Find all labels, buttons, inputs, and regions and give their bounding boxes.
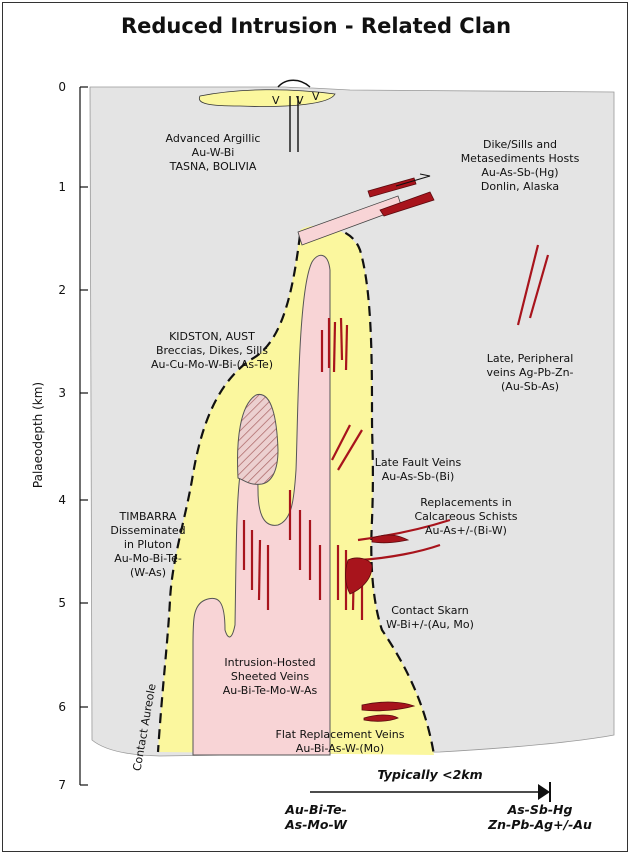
volcanic-mark: V bbox=[296, 94, 304, 107]
svg-text:Donlin, Alaska: Donlin, Alaska bbox=[481, 180, 559, 193]
svg-text:Au-As-Sb-(Bi): Au-As-Sb-(Bi) bbox=[382, 470, 455, 483]
svg-text:Au-As+/-(Bi-W): Au-As+/-(Bi-W) bbox=[425, 524, 507, 537]
svg-text:Advanced Argillic: Advanced Argillic bbox=[166, 132, 261, 145]
svg-text:Au-W-Bi: Au-W-Bi bbox=[192, 146, 235, 159]
svg-text:Au-As-Sb-(Hg): Au-As-Sb-(Hg) bbox=[481, 166, 558, 179]
svg-text:Au-Bi-As-W-(Mo): Au-Bi-As-W-(Mo) bbox=[296, 742, 384, 755]
svg-text:Au-Mo-Bi-Te-: Au-Mo-Bi-Te- bbox=[114, 552, 182, 565]
tick-label-7: 7 bbox=[58, 778, 66, 792]
tick-label-6: 6 bbox=[58, 700, 66, 714]
svg-text:veins Ag-Pb-Zn-: veins Ag-Pb-Zn- bbox=[486, 366, 573, 379]
svg-text:Replacements in: Replacements in bbox=[420, 496, 512, 509]
bottom-right-line-1: As-Sb-Hg bbox=[507, 802, 573, 817]
svg-text:Late Fault Veins: Late Fault Veins bbox=[375, 456, 462, 469]
tick-label-2: 2 bbox=[58, 283, 66, 297]
svg-text:Contact Skarn: Contact Skarn bbox=[391, 604, 469, 617]
svg-text:Au-Bi-Te-Mo-W-As: Au-Bi-Te-Mo-W-As bbox=[223, 684, 318, 697]
bottom-left-line-2: As-Mo-W bbox=[284, 817, 348, 832]
typically-arrowhead bbox=[538, 784, 550, 800]
svg-text:Sheeted Veins: Sheeted Veins bbox=[231, 670, 310, 683]
bottom-right-line-2: Zn-Pb-Ag+/-Au bbox=[487, 817, 592, 832]
svg-text:(W-As): (W-As) bbox=[130, 566, 166, 579]
label-kidston: KIDSTON, AUST Breccias, Dikes, Sills Au-… bbox=[151, 330, 273, 371]
svg-text:Late, Peripheral: Late, Peripheral bbox=[487, 352, 574, 365]
svg-text:Intrusion-Hosted: Intrusion-Hosted bbox=[224, 656, 315, 669]
svg-text:W-Bi+/-(Au, Mo): W-Bi+/-(Au, Mo) bbox=[386, 618, 474, 631]
label-intrusion-hosted: Intrusion-Hosted Sheeted Veins Au-Bi-Te-… bbox=[223, 656, 318, 697]
label-replacements: Replacements in Calcareous Schists Au-As… bbox=[414, 496, 517, 537]
svg-text:TASNA, BOLIVIA: TASNA, BOLIVIA bbox=[169, 160, 257, 173]
svg-text:TIMBARRA: TIMBARRA bbox=[119, 510, 177, 523]
svg-text:Breccias, Dikes, Sills: Breccias, Dikes, Sills bbox=[156, 344, 268, 357]
svg-text:Au-Cu-Mo-W-Bi-(As-Te): Au-Cu-Mo-W-Bi-(As-Te) bbox=[151, 358, 273, 371]
tick-label-0: 0 bbox=[58, 80, 66, 94]
svg-text:Calcareous Schists: Calcareous Schists bbox=[414, 510, 517, 523]
typically-label: Typically <2km bbox=[377, 767, 482, 782]
svg-text:KIDSTON, AUST: KIDSTON, AUST bbox=[169, 330, 255, 343]
tick-label-5: 5 bbox=[58, 596, 66, 610]
label-late-fault: Late Fault Veins Au-As-Sb-(Bi) bbox=[375, 456, 462, 483]
label-contact-skarn: Contact Skarn W-Bi+/-(Au, Mo) bbox=[386, 604, 474, 631]
bottom-left-line-1: Au-Bi-Te- bbox=[284, 802, 347, 817]
svg-text:Dike/Sills and: Dike/Sills and bbox=[483, 138, 557, 151]
tick-label-3: 3 bbox=[58, 386, 66, 400]
volcanic-mark: V bbox=[272, 94, 280, 107]
svg-text:in Pluton: in Pluton bbox=[124, 538, 172, 551]
tick-label-4: 4 bbox=[58, 493, 66, 507]
depth-axis-ticks bbox=[80, 87, 88, 785]
svg-text:Flat Replacement Veins: Flat Replacement Veins bbox=[276, 728, 405, 741]
tick-label-1: 1 bbox=[58, 180, 66, 194]
svg-text:(Au-Sb-As): (Au-Sb-As) bbox=[501, 380, 559, 393]
svg-text:Metasediments Hosts: Metasediments Hosts bbox=[461, 152, 580, 165]
volcanic-mark: V bbox=[312, 90, 320, 103]
y-axis-label: Palaeodepth (km) bbox=[31, 382, 45, 488]
svg-text:Disseminated: Disseminated bbox=[110, 524, 185, 537]
